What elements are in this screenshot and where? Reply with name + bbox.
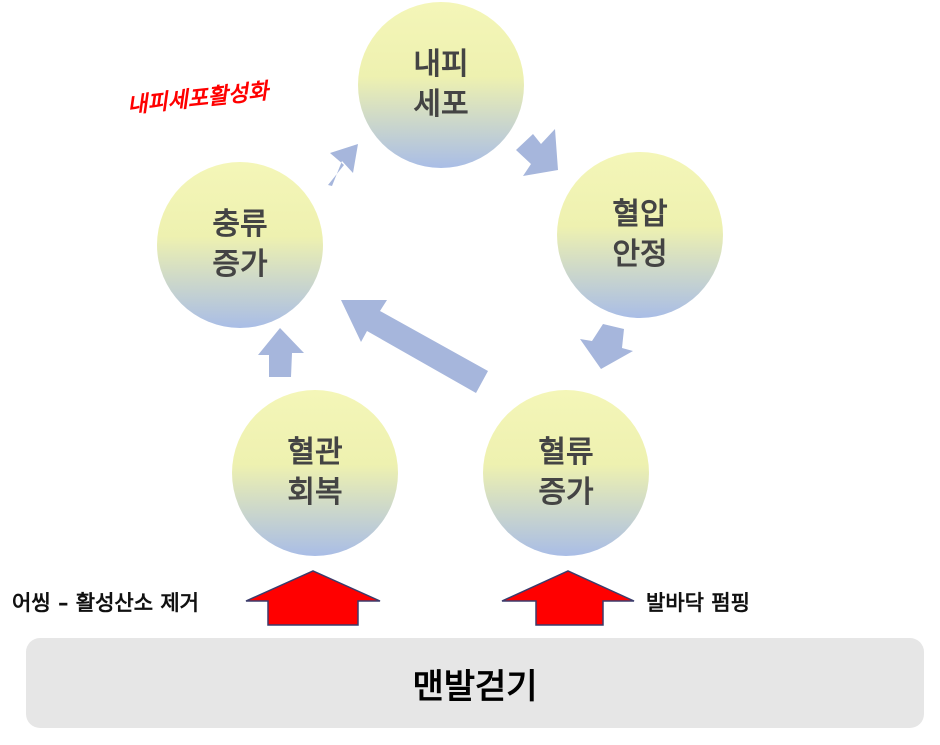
node-label-line2: 세포 xyxy=(413,87,469,122)
arrow-perfusion-to-endothelial xyxy=(328,144,358,186)
base-bar: 맨발걷기 xyxy=(26,638,924,728)
node-endothelial-cell: 내피 세포 xyxy=(358,2,524,168)
node-label-line1: 내피 xyxy=(413,47,469,82)
node-label-line1: 혈관 xyxy=(287,435,343,470)
right-cause-label: 발바닥 펌핑 xyxy=(646,591,750,615)
node-label-line1: 혈류 xyxy=(538,435,594,470)
arrow-bp-to-bloodflow xyxy=(580,324,633,369)
input-arrow-right xyxy=(501,570,635,626)
node-label-line1: 충류 xyxy=(212,207,268,242)
left-cause-label: 어씽 – 활성산소 제거 xyxy=(12,591,199,615)
arrow-vascular-to-perfusion xyxy=(258,328,304,377)
base-label: 맨발걷기 xyxy=(412,666,538,707)
node-vascular-recovery: 혈관 회복 xyxy=(232,390,398,556)
node-label-line2: 안정 xyxy=(612,237,668,272)
node-label-line2: 회복 xyxy=(287,475,343,510)
node-label-line1: 혈압 xyxy=(612,197,668,232)
input-arrow-left xyxy=(245,570,381,626)
arrow-endothelial-to-bp xyxy=(516,129,558,176)
node-perfusion-increase: 충류 증가 xyxy=(157,162,323,328)
node-label-line2: 증가 xyxy=(538,475,594,510)
node-label-line2: 증가 xyxy=(212,247,268,282)
node-blood-pressure: 혈압 안정 xyxy=(557,152,723,318)
node-blood-flow: 혈류 증가 xyxy=(483,390,649,556)
arrow-bloodflow-to-perfusion xyxy=(341,300,488,393)
